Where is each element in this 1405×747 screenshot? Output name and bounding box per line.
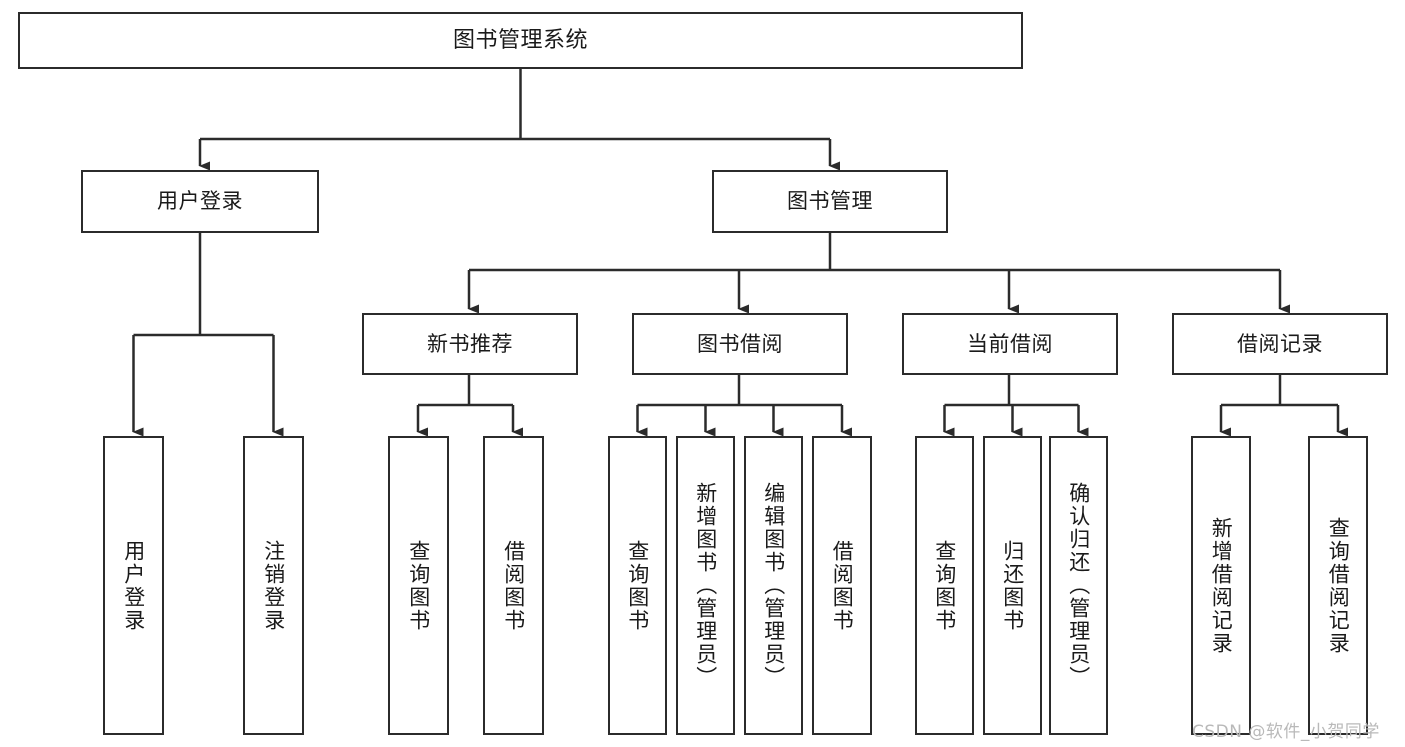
node-leaf-query-borrow-record-label: 查询借阅记录 (1326, 516, 1351, 655)
node-leaf-return-book[interactable]: 归还图书 (983, 436, 1042, 735)
node-book-management-label: 图书管理 (787, 189, 873, 214)
node-root[interactable]: 图书管理系统 (18, 12, 1023, 69)
node-leaf-return-book-label: 归还图书 (1000, 539, 1025, 632)
node-leaf-add-book-label: 新增图书（管理员） (693, 482, 718, 689)
node-borrow-record-label: 借阅记录 (1237, 331, 1323, 356)
node-leaf-query-book-3[interactable]: 查询图书 (915, 436, 974, 735)
node-leaf-user-login[interactable]: 用户登录 (103, 436, 164, 735)
node-leaf-add-borrow-record-label: 新增借阅记录 (1209, 516, 1234, 655)
node-new-book-recommend[interactable]: 新书推荐 (362, 313, 578, 375)
node-leaf-logout-login[interactable]: 注销登录 (243, 436, 304, 735)
node-leaf-query-book-2-label: 查询图书 (625, 539, 650, 632)
node-leaf-query-book-1-label: 查询图书 (406, 539, 431, 632)
node-user-login[interactable]: 用户登录 (81, 170, 319, 233)
node-leaf-borrow-book-2[interactable]: 借阅图书 (812, 436, 872, 735)
node-leaf-query-borrow-record[interactable]: 查询借阅记录 (1308, 436, 1368, 735)
node-book-borrow-label: 图书借阅 (697, 331, 783, 356)
node-leaf-query-book-3-label: 查询图书 (932, 539, 957, 632)
node-leaf-edit-book-label: 编辑图书（管理员） (761, 482, 786, 689)
node-current-borrow[interactable]: 当前借阅 (902, 313, 1118, 375)
node-leaf-edit-book[interactable]: 编辑图书（管理员） (744, 436, 803, 735)
node-leaf-borrow-book-2-label: 借阅图书 (830, 539, 855, 632)
node-book-management[interactable]: 图书管理 (712, 170, 948, 233)
node-book-borrow[interactable]: 图书借阅 (632, 313, 848, 375)
node-user-login-label: 用户登录 (157, 189, 243, 214)
node-leaf-confirm-return[interactable]: 确认归还（管理员） (1049, 436, 1108, 735)
node-current-borrow-label: 当前借阅 (967, 331, 1053, 356)
node-root-label: 图书管理系统 (452, 27, 588, 53)
node-leaf-borrow-book-1-label: 借阅图书 (501, 539, 526, 632)
node-leaf-add-book[interactable]: 新增图书（管理员） (676, 436, 735, 735)
node-new-book-recommend-label: 新书推荐 (427, 331, 513, 356)
node-leaf-query-book-2[interactable]: 查询图书 (608, 436, 667, 735)
node-leaf-logout-login-label: 注销登录 (261, 539, 286, 632)
node-leaf-add-borrow-record[interactable]: 新增借阅记录 (1191, 436, 1251, 735)
node-leaf-user-login-label: 用户登录 (121, 539, 146, 632)
node-leaf-confirm-return-label: 确认归还（管理员） (1066, 482, 1091, 689)
node-leaf-query-book-1[interactable]: 查询图书 (388, 436, 449, 735)
node-leaf-borrow-book-1[interactable]: 借阅图书 (483, 436, 544, 735)
node-borrow-record[interactable]: 借阅记录 (1172, 313, 1388, 375)
